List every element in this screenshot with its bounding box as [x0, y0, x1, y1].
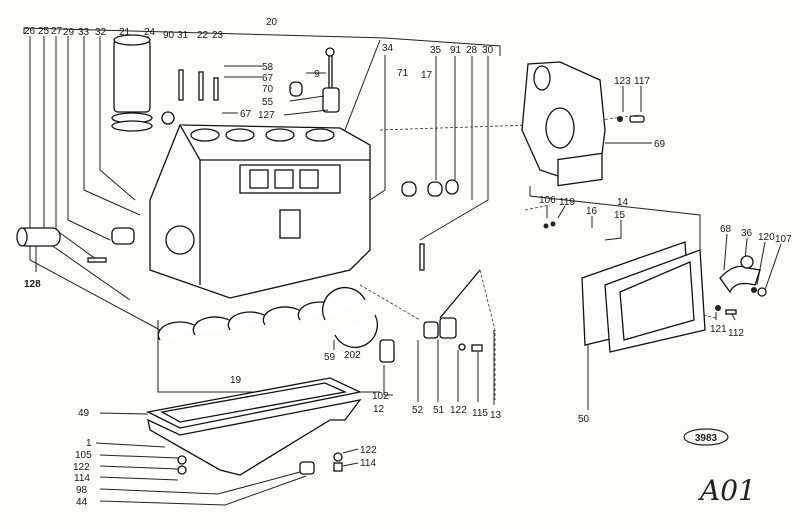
callout: 29 [63, 27, 75, 38]
callout: 69 [654, 139, 666, 150]
callout: 55 [262, 97, 274, 108]
stamp: 3983 [683, 428, 729, 446]
sheet-code: A01 [697, 474, 756, 507]
callout: 16 [586, 206, 598, 217]
cylinder-liner-part [111, 34, 153, 132]
callout: 102 [372, 391, 389, 402]
stamp-text: 3983 [695, 433, 718, 444]
callout: 19 [230, 375, 242, 386]
callout: 24 [144, 27, 156, 38]
callout: 13 [490, 410, 502, 421]
pipe-elbow-part [715, 255, 767, 315]
leader-lines-pan [95, 412, 359, 506]
callout: 68 [720, 224, 732, 235]
callout: 27 [51, 26, 63, 37]
callout: 107 [775, 234, 792, 245]
leader-lines-small [222, 65, 329, 116]
callout: 17 [421, 70, 433, 81]
callout: 50 [578, 414, 590, 425]
callout: 120 [758, 232, 775, 243]
callout: 26 [24, 26, 36, 37]
callout: 14 [617, 197, 629, 208]
callout: 36 [741, 228, 753, 239]
callout: 21 [119, 27, 131, 38]
flywheel-housing-part [521, 61, 645, 181]
callout: 123 [614, 76, 631, 87]
bracket-20 [23, 27, 501, 56]
oil-pan-part [145, 377, 363, 476]
callout: 98 [76, 485, 88, 496]
callout: 121 [710, 324, 727, 335]
callout: 115 [472, 408, 488, 419]
middle-small-parts [401, 179, 483, 352]
callout: 106 [539, 195, 556, 206]
callout: 122 [73, 462, 90, 473]
callout: 51 [433, 405, 445, 416]
main-bearings-part [157, 287, 395, 363]
callout: 44 [76, 497, 88, 508]
callout: 119 [559, 197, 575, 208]
callout-labels: 20 26 25 27 29 33 32 21 24 90 31 22 23 5… [24, 17, 792, 508]
callout: 59 [324, 352, 336, 363]
callout: 33 [78, 27, 90, 38]
callout: 105 [75, 450, 92, 461]
callout: 52 [412, 405, 424, 416]
callout: 1 [86, 438, 92, 449]
callout: 20 [266, 17, 278, 28]
callout: 70 [262, 84, 274, 95]
callout: 90 [163, 30, 175, 41]
callout: 34 [382, 43, 394, 54]
callout: 31 [177, 30, 189, 41]
callout: 28 [466, 45, 478, 56]
leader-lines-top [29, 36, 489, 331]
callout: 71 [397, 68, 409, 79]
callout: 91 [450, 45, 462, 56]
elbow-fitting-part [16, 227, 135, 263]
callout: 67 [240, 109, 252, 120]
callout: 49 [78, 408, 90, 419]
callout: 117 [634, 76, 650, 87]
callout: 58 [262, 62, 274, 73]
callout: 12 [373, 404, 385, 415]
callout: 122 [450, 405, 467, 416]
callout: 67 [262, 73, 274, 84]
callout: 112 [728, 328, 744, 339]
callout: 9 [314, 69, 320, 80]
engine-block-part [149, 124, 371, 299]
leader-lines-middle [333, 330, 495, 405]
callout: 122 [360, 445, 377, 456]
callout: 127 [258, 110, 275, 121]
callout: 114 [74, 473, 90, 484]
callout: 22 [197, 30, 209, 41]
callout: 202 [344, 350, 361, 361]
side-cover-part [543, 152, 706, 353]
studs-parts [161, 47, 340, 125]
leader-lines-right [529, 86, 782, 410]
callout: 15 [614, 210, 626, 221]
callout: 35 [430, 45, 442, 56]
callout: 30 [482, 45, 494, 56]
callout: 23 [212, 30, 224, 41]
callout: 114 [360, 458, 376, 469]
callout: 32 [95, 27, 107, 38]
callout: 128 [24, 279, 41, 290]
callout: 25 [38, 26, 50, 37]
